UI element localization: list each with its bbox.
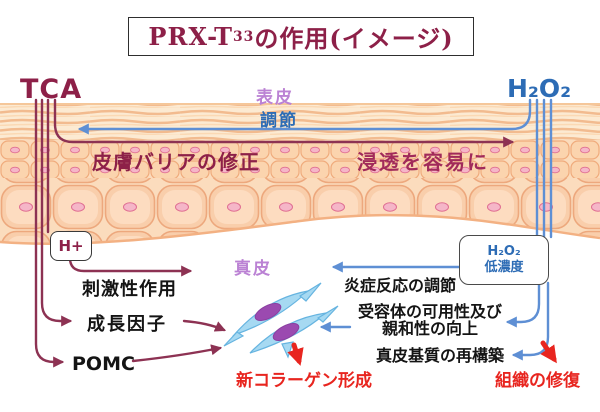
h2o2-low-line2: 低濃度 [484, 260, 524, 275]
hplus-box: H+ [50, 231, 92, 261]
hplus-label: H+ [58, 237, 84, 255]
new-collagen-label: 新コラーゲン形成 [236, 371, 372, 391]
irritant-arrow [68, 256, 193, 277]
tca-line-to-growth-factor [40, 98, 73, 327]
dermis-label: 真皮 [234, 259, 272, 279]
fibroblast-upper-nucleus [254, 303, 282, 321]
h2o2-pathways [77, 98, 553, 361]
matrix-rebuild-label: 真皮基質の再構築 [376, 346, 505, 365]
h2o2-low-box: H₂O₂ 低濃度 [459, 235, 549, 285]
title-subscript: 33 [233, 28, 255, 45]
fibroblast-lower-nucleus [272, 323, 300, 341]
regulation-label: 調節 [260, 111, 298, 131]
tca-label: TCA [20, 74, 83, 105]
title-main: PRX-T [148, 22, 233, 51]
penetration-arrow [53, 98, 515, 148]
title-rest: の作用(イメージ) [254, 24, 454, 53]
epidermis-cell-layer [0, 140, 600, 178]
receptor-line1: 受容体の可用性及び [357, 302, 502, 321]
receptor-label: 受容体の可用性及び 親和性の向上 [349, 303, 511, 337]
irritant-action-label: 刺激性作用 [82, 279, 177, 300]
regulation-arrow [77, 98, 532, 135]
new-collagen-arrow [287, 342, 304, 366]
penetration-label: 浸透を容易に [357, 150, 489, 174]
fibroblast-lower-tail [316, 305, 339, 323]
receptor-arrow [505, 281, 541, 328]
epidermis-label: 表皮 [256, 88, 294, 108]
result-arrows [287, 340, 557, 366]
basal-cell-layer [0, 178, 600, 244]
receptor-line2: 親和性の向上 [381, 319, 478, 338]
skin-illustration [0, 103, 600, 246]
pomc-to-cells-arrow [131, 344, 223, 363]
barrier-fix-label: 皮膚バリアの修正 [92, 150, 260, 174]
fibroblast-upper-foot [223, 331, 245, 347]
tissue-repair-label: 組織の修復 [495, 371, 580, 391]
growth-factor-label: 成長因子 [87, 314, 167, 335]
tissue-repair-arrow [540, 340, 557, 364]
fibroblast-cells [223, 282, 339, 359]
inflammation-regulation-label: 炎症反応の調節 [344, 276, 457, 295]
fibroblast-lower-foot [281, 341, 294, 359]
tca-pathways [34, 98, 515, 368]
growth-factor-to-cells-arrow [182, 319, 227, 332]
fibroblast-upper-tail [298, 282, 322, 302]
h2o2-low-line1: H₂O₂ [487, 244, 521, 259]
tca-line-to-pomc [34, 98, 65, 368]
h2o2-label: H₂O₂ [507, 74, 572, 103]
stratum-corneum-layer [0, 104, 600, 140]
pomc-label: POMC [72, 353, 135, 375]
